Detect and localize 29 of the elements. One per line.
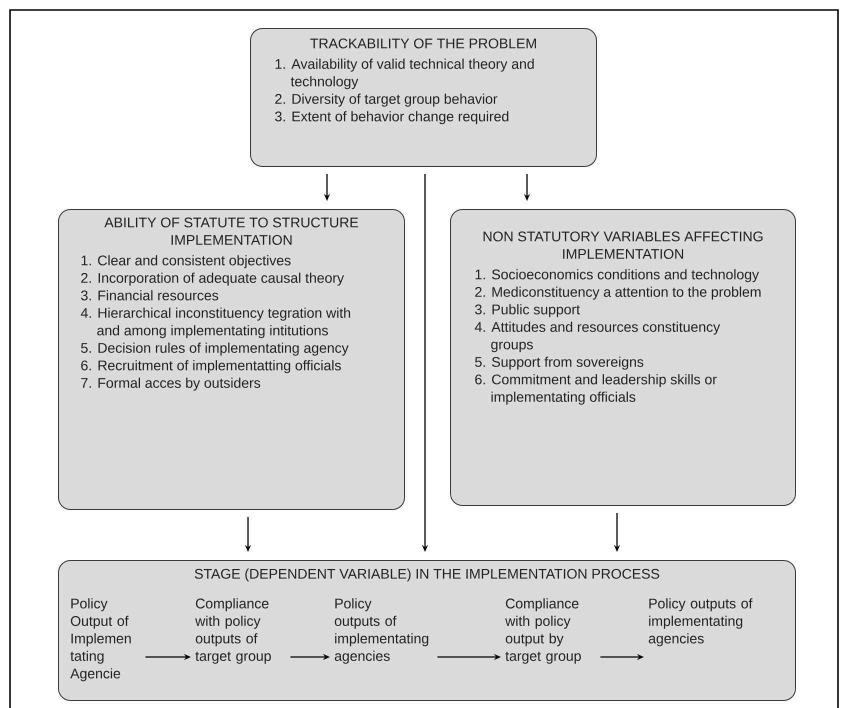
list-item: 3. Extent of behavior change required bbox=[275, 111, 508, 124]
stage-text: Compliance with policy output by target group bbox=[505, 598, 581, 664]
process-box bbox=[250, 28, 597, 167]
list-item: 6. Recruitment of implementatting officials bbox=[81, 360, 341, 374]
list-item: 5. Decision rules of implementating agency bbox=[81, 342, 349, 356]
list-item: 6. Commitment and leadership skills or implementating officials bbox=[475, 374, 717, 405]
list-item: 4. Hierarchical inconstituency tegration with and among implementating intitutions bbox=[80, 308, 350, 338]
list-item: 2. Incorporation of adequate causal theory bbox=[81, 272, 344, 286]
box-heading: ABILITY OF STATUTE TO STRUCTURE IMPLEMENTATION bbox=[104, 217, 358, 245]
box-heading: STAGE (DEPENDENT VARIABLE) IN THE IMPLEMENTATION PROCESS bbox=[194, 568, 660, 582]
list-item: 3. Public support bbox=[475, 304, 580, 318]
process-box bbox=[58, 560, 796, 701]
stage-text: Policy outputs of implementating agencies bbox=[648, 598, 752, 646]
list-item: 2. Mediconstituency a attention to the problem bbox=[475, 286, 761, 300]
list-item: 7. Formal acces by outsiders bbox=[81, 378, 260, 391]
list-item: 5. Support from sovereigns bbox=[475, 356, 644, 370]
list-item: 4. Attitudes and resources constituency groups bbox=[474, 322, 720, 352]
box-heading: NON STATUTORY VARIABLES AFFECTING IMPLEMENTATION bbox=[484, 231, 762, 259]
list-item: 2. Diversity of target group behavior bbox=[275, 94, 498, 107]
box-heading: TRACKABILITY OF THE PROBLEM bbox=[310, 38, 536, 48]
list-item: 1. Socioeconomics conditions and technology bbox=[476, 269, 759, 282]
list-item: 3. Financial resources bbox=[81, 290, 218, 300]
list-item: 1. Availability of valid technical theory and technology bbox=[276, 58, 534, 90]
stage-text: Policy outputs of implementating agencies bbox=[334, 598, 428, 664]
process-box bbox=[450, 209, 796, 506]
stage-text: Policy Output of Implemen tating Agencie bbox=[70, 598, 131, 682]
stage-text: Compliance with policy outputs of target group bbox=[195, 598, 271, 664]
process-box bbox=[58, 209, 405, 510]
list-item: 1. Clear and consistent objectives bbox=[82, 255, 291, 268]
